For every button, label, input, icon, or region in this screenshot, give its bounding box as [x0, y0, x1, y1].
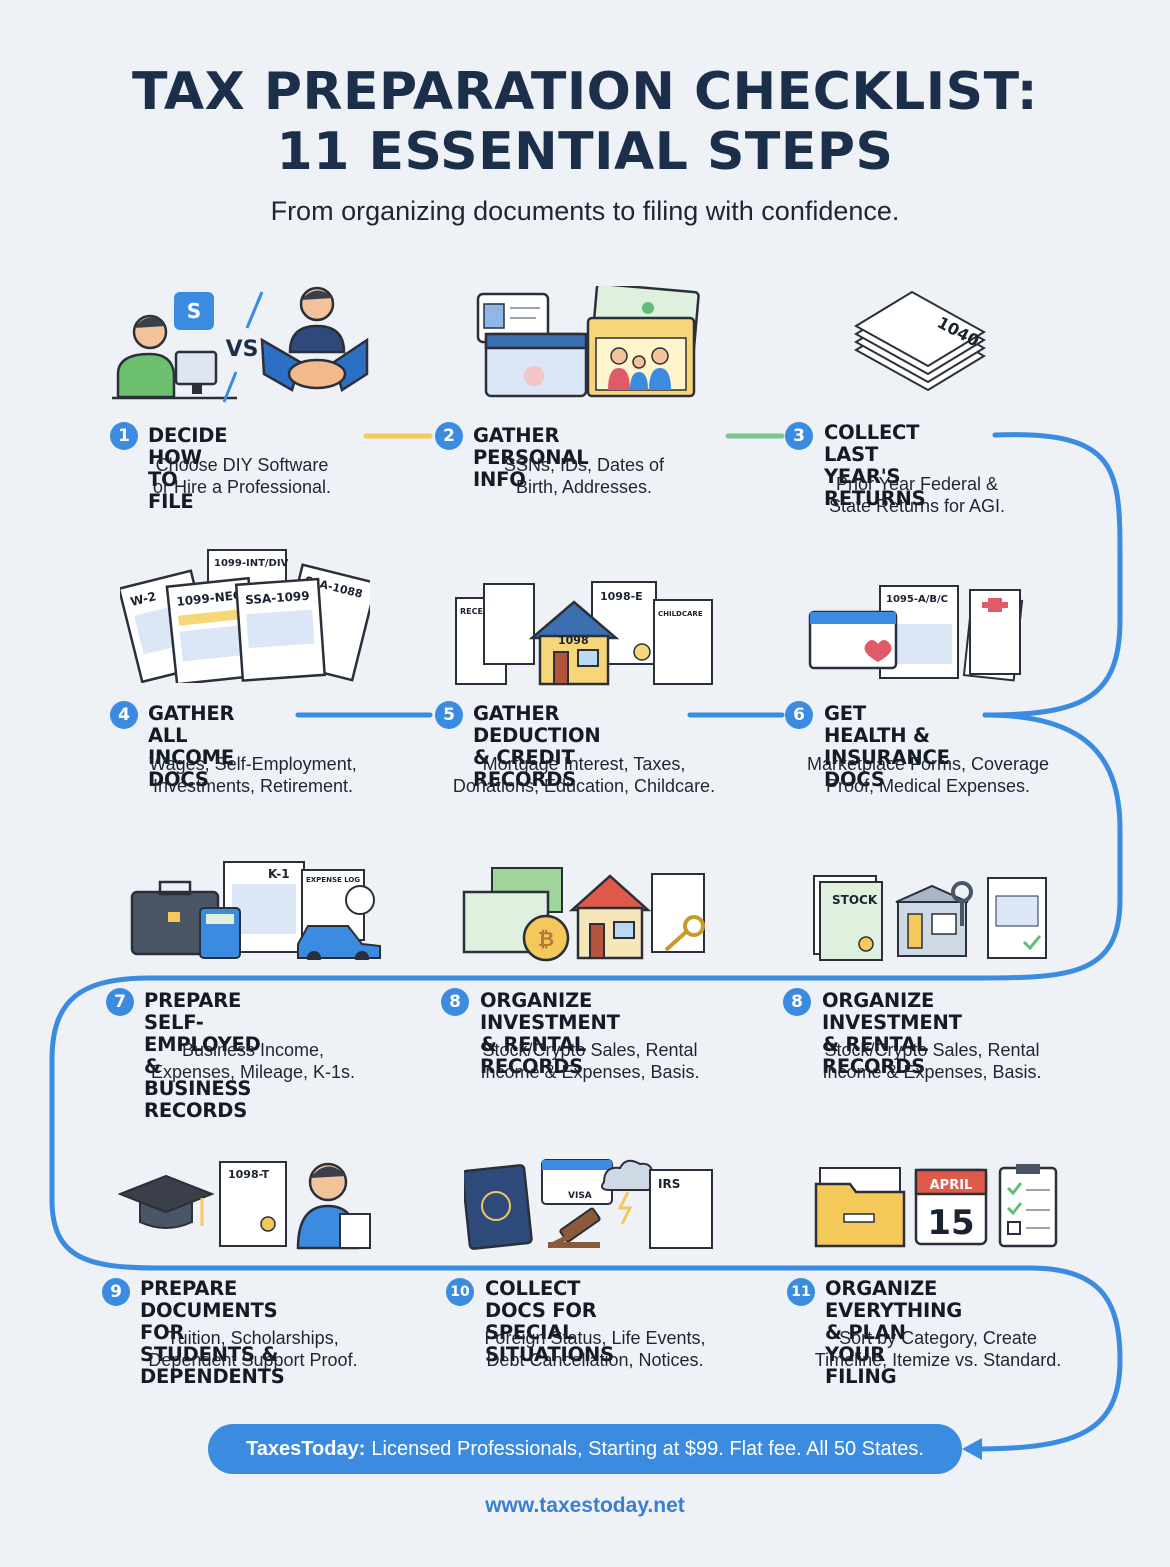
organize-filing-icon: APRIL 15 — [814, 1164, 1058, 1248]
svg-text:S: S — [187, 299, 201, 323]
vs-label: VS — [226, 337, 259, 362]
cta-banner[interactable]: TaxesToday: Licensed Professionals, Star… — [208, 1424, 962, 1474]
svg-text:SSA-1099: SSA-1099 — [245, 589, 310, 607]
step-number-badge: 7 — [106, 988, 134, 1016]
svg-text:K-1: K-1 — [268, 867, 290, 881]
step-description: Stock/Crypto Sales, Rental Income & Expe… — [480, 1040, 700, 1082]
step-number-badge: 6 — [785, 701, 813, 729]
svg-text:W-2: W-2 — [129, 589, 158, 609]
stock-property-icon: STOCK — [813, 875, 1047, 961]
svg-text:APRIL: APRIL — [930, 1178, 973, 1193]
step-description: Foreign Status, Life Events, Debt Cancel… — [484, 1328, 706, 1370]
step-title: PREPARE SELF-EMPLOYED & BUSINESS RECORDS — [144, 989, 261, 1122]
svg-text:RECEIPT: RECEIPT — [460, 607, 498, 616]
step-number-badge: 4 — [110, 701, 138, 729]
svg-text:1098: 1098 — [558, 634, 589, 647]
step-number-badge: 5 — [435, 701, 463, 729]
special-situations-icon: VISA IRS — [464, 1159, 713, 1250]
step-title: GET HEALTH & INSURANCE DOCS — [824, 702, 950, 791]
title-line-2: 11 ESSENTIAL STEPS — [276, 122, 894, 182]
income-forms-icon: W-2 1099-INT/DIV 1099-NEC SSA-1088 SSA-1… — [120, 549, 370, 683]
step-description: Mortgage Interest, Taxes, Donations, Edu… — [452, 754, 716, 796]
step-title: COLLECT DOCS FOR SPECIAL SITUATIONS — [485, 1277, 614, 1366]
step-title: ORGANIZE EVERYTHING & PLAN YOUR FILING — [825, 1277, 963, 1388]
page-subtitle: From organizing documents to filing with… — [270, 196, 900, 226]
step-title: ORGANIZE INVESTMENT & RENTAL RECORDS — [480, 989, 620, 1078]
step-title: DECIDE HOW TO FILE — [148, 424, 228, 513]
step-description: Marketplace Forms, Coverage Proof, Medic… — [806, 754, 1050, 796]
step-description: Business Income, Expenses, Mileage, K-1s… — [150, 1040, 356, 1082]
step-number-badge: 10 — [446, 1278, 474, 1306]
svg-text:1095-A/B/C: 1095-A/B/C — [886, 594, 948, 605]
svg-text:STOCK: STOCK — [832, 893, 878, 907]
cta-brand: TaxesToday: — [246, 1437, 366, 1460]
investment-rental-icon: ₿ — [462, 867, 705, 962]
step-number-badge: 1 — [110, 422, 138, 450]
cta-text: Licensed Professionals, Starting at $99.… — [371, 1437, 924, 1460]
diy-vs-professional-icon: S VS — [112, 286, 369, 403]
title-line-1: TAX PREPARATION CHECKLIST: — [131, 62, 1039, 122]
step-number-badge: 3 — [785, 422, 813, 450]
website-link[interactable]: www.taxestoday.net — [485, 1494, 685, 1517]
svg-text:1098-E: 1098-E — [600, 590, 643, 603]
deduction-records-icon: RECEIPT 1098-E CHILDCARE 1098 — [455, 581, 713, 686]
step-title: GATHER DEDUCTION & CREDIT RECORDS — [473, 702, 601, 791]
svg-text:1099-INT/DIV: 1099-INT/DIV — [214, 558, 289, 569]
step-number-badge: 9 — [102, 1278, 130, 1306]
step-number-badge: 8 — [783, 988, 811, 1016]
step-description: Tuition, Scholarships, Dependent Support… — [148, 1328, 358, 1370]
step-description: Stock/Crypto Sales, Rental Income & Expe… — [822, 1040, 1042, 1082]
page-title: TAX PREPARATION CHECKLIST: 11 ESSENTIAL … — [0, 62, 1170, 182]
svg-text:VISA: VISA — [568, 1191, 592, 1201]
step-description: Sort by Category, Create Timeline, Itemi… — [814, 1328, 1062, 1370]
step-description: Wages, Self-Employment, Investments, Ret… — [149, 754, 357, 796]
step-number-badge: 8 — [441, 988, 469, 1016]
step-title: PREPARE DOCUMENTS FOR STUDENTS & DEPENDE… — [140, 1277, 285, 1388]
step-title: COLLECT LAST YEAR'S RETURNS — [824, 421, 926, 510]
svg-text:15: 15 — [927, 1203, 974, 1243]
svg-text:EXPENSE LOG: EXPENSE LOG — [306, 876, 360, 884]
id-cards-icon — [476, 286, 700, 398]
step-title: GATHER PERSONAL INFO — [473, 424, 589, 491]
step-title: ORGANIZE INVESTMENT & RENTAL RECORDS — [822, 989, 962, 1078]
step-title: GATHER ALL INCOME DOCS — [148, 702, 235, 791]
step-number-badge: 11 — [787, 1278, 815, 1306]
step-description: Choose DIY Software or Hire a Profession… — [152, 455, 332, 497]
business-records-icon: K-1 EXPENSE LOG — [130, 861, 381, 960]
step-description: Prior Year Federal & State Returns for A… — [828, 474, 1006, 516]
step-number-badge: 2 — [435, 422, 463, 450]
svg-text:CHILDCARE: CHILDCARE — [658, 610, 703, 618]
stacked-1040-forms-icon: 1040 — [854, 290, 986, 392]
svg-text:₿: ₿ — [538, 927, 554, 951]
svg-text:1098-T: 1098-T — [228, 1168, 270, 1181]
svg-text:IRS: IRS — [658, 1177, 680, 1191]
student-dependent-icon: 1098-T — [118, 1161, 371, 1250]
step-description: SSNs, IDs, Dates of Birth, Addresses. — [503, 455, 665, 497]
svg-text:1099-NEC: 1099-NEC — [176, 588, 243, 609]
health-insurance-icon: 1095-A/B/C — [808, 585, 1024, 682]
